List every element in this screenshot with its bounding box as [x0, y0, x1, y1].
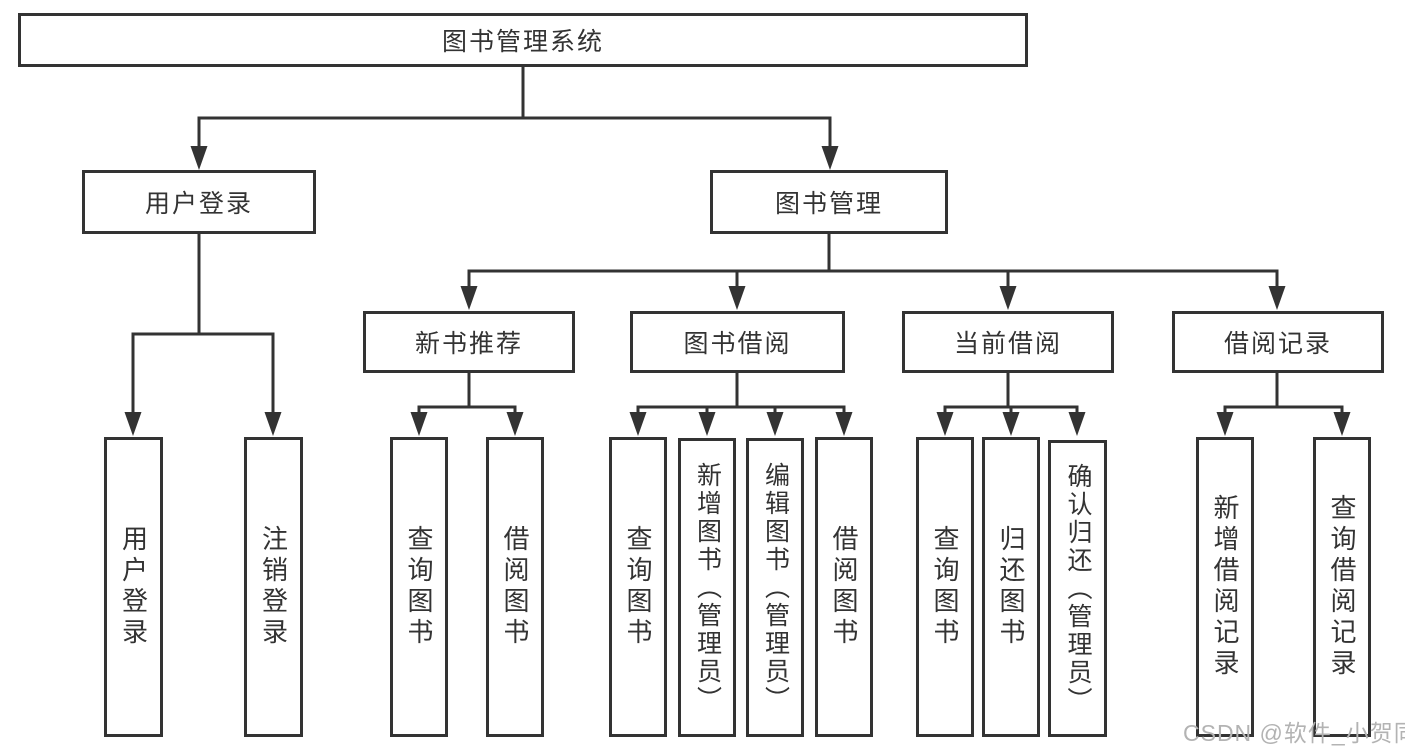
node-leaf-logout: 注销登录 — [244, 437, 303, 737]
node-leaf-return-books: 归还图书 — [982, 437, 1040, 737]
connector-root-to-level2 — [190, 67, 839, 170]
connector-book-borrow-to-leaves — [629, 373, 853, 436]
node-leaf-add-books-admin: 新增图书（管理员） — [678, 438, 736, 737]
node-leaf-borrow-books-rec: 借阅图书 — [486, 437, 544, 737]
node-new-book-recommendation: 新书推荐 — [363, 311, 575, 373]
connector-new-book-to-leaves — [410, 373, 524, 436]
node-leaf-confirm-return-admin: 确认归还（管理员） — [1048, 440, 1107, 737]
node-current-borrowing: 当前借阅 — [902, 311, 1114, 373]
csdn-watermark: CSDN @软件_小贺同学 — [1183, 720, 1405, 746]
connector-borrow-record-to-leaves — [1216, 373, 1351, 436]
node-leaf-query-books-borrow: 查询图书 — [609, 437, 667, 737]
node-leaf-edit-books-admin: 编辑图书（管理员） — [746, 438, 804, 737]
node-borrowing-records: 借阅记录 — [1172, 311, 1384, 373]
node-leaf-borrow-books-borrow: 借阅图书 — [815, 437, 873, 737]
node-book-management: 图书管理 — [710, 170, 948, 234]
node-leaf-add-borrow-record: 新增借阅记录 — [1196, 437, 1254, 737]
node-leaf-query-books-rec: 查询图书 — [390, 437, 448, 737]
node-leaf-query-borrow-record: 查询借阅记录 — [1313, 437, 1371, 737]
node-library-management-system: 图书管理系统 — [18, 13, 1028, 67]
connector-current-borrow-to-leaves — [936, 373, 1086, 436]
node-leaf-user-login: 用户登录 — [104, 437, 163, 737]
node-book-borrowing: 图书借阅 — [630, 311, 845, 373]
node-leaf-query-books-current: 查询图书 — [916, 437, 974, 737]
connector-user-login-to-leaves — [124, 234, 282, 436]
node-user-login: 用户登录 — [82, 170, 316, 234]
connector-book-mgmt-to-level3 — [460, 234, 1286, 310]
